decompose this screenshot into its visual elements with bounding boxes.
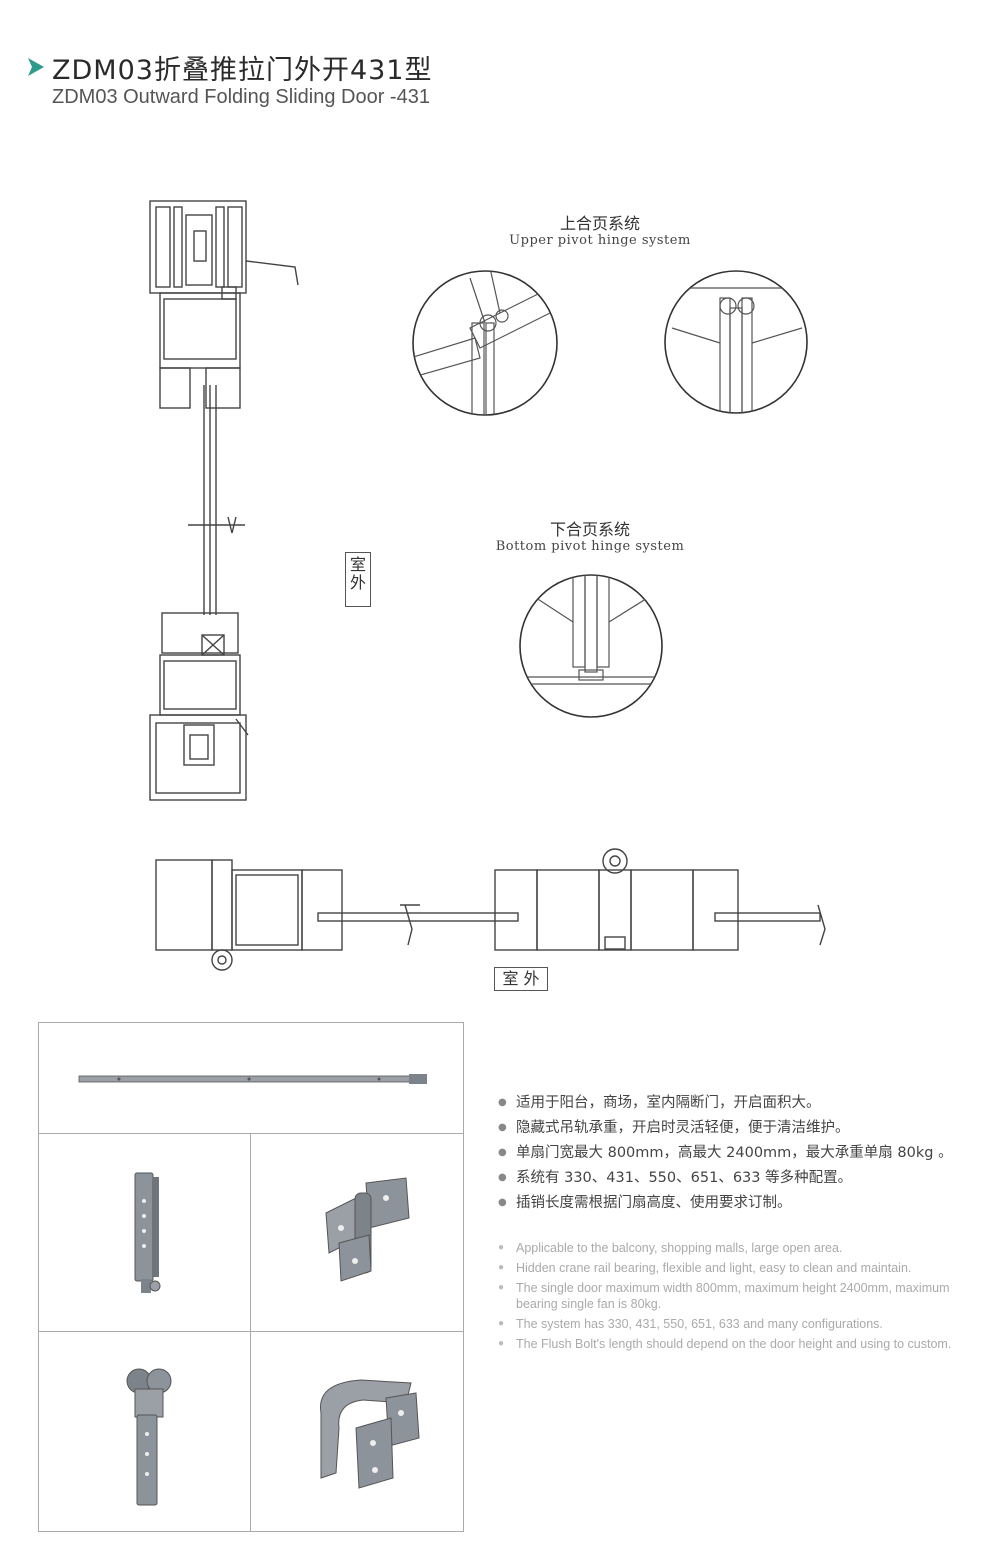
feature-cn-item: 插销长度需根据门扇高度、使用要求订制。 [498, 1194, 978, 1212]
feature-cn-item: 单扇门宽最大 800mm，高最大 2400mm，最大承重单扇 80kg 。 [498, 1144, 978, 1162]
page-subtitle: ZDM03 Outward Folding Sliding Door -431 [52, 86, 430, 108]
grid-divider [39, 1133, 463, 1134]
feature-cn-item: 适用于阳台，商场，室内隔断门，开启面积大。 [498, 1094, 978, 1112]
feature-cn-item: 隐藏式吊轨承重，开启时灵活轻便，便于清洁维护。 [498, 1119, 978, 1137]
grid-divider [39, 1331, 463, 1332]
feature-en-item: The Flush Bolt's length should depend on… [498, 1336, 978, 1352]
features-en: Applicable to the balcony, shopping mall… [498, 1240, 978, 1356]
handle-image [320, 1379, 420, 1489]
horizontal-section-drawing [155, 848, 826, 971]
feature-en-item: Applicable to the balcony, shopping mall… [498, 1240, 978, 1256]
upper-hinge-detail-left [412, 270, 558, 416]
bottom-hinge-detail [519, 574, 663, 718]
bottom-hinge-title-cn: 下合页系统 [549, 520, 630, 539]
exterior-label-horizontal: 室 外 [494, 967, 548, 991]
upper-hinge-detail-right [664, 270, 808, 414]
hardware-image-grid [38, 1022, 464, 1532]
feature-en-item: The single door maximum width 800mm, max… [498, 1280, 978, 1312]
page-title: ZDM03折叠推拉门外开431型 [52, 55, 433, 86]
title-arrow-icon [28, 58, 44, 76]
pivot-plate-image [134, 1172, 161, 1293]
features-cn: 适用于阳台，商场，室内隔断门，开启面积大。 隐藏式吊轨承重，开启时灵活轻便，便于… [498, 1094, 978, 1219]
exterior-label-vertical: 室 外 [345, 552, 371, 607]
upper-hinge-title-en: Upper pivot hinge system [509, 233, 691, 248]
feature-cn-item: 系统有 330、431、550、651、633 等多种配置。 [498, 1169, 978, 1187]
upper-hinge-title-cn: 上合页系统 [559, 214, 640, 233]
roller-hinge-image [126, 1368, 172, 1506]
feature-en-item: The system has 330, 431, 550, 651, 633 a… [498, 1316, 978, 1332]
middle-hinge-image [325, 1177, 410, 1282]
bottom-hinge-title-en: Bottom pivot hinge system [495, 539, 685, 554]
vertical-section-drawing [149, 200, 299, 801]
flush-bolt-rod-image [78, 1074, 427, 1084]
grid-divider [250, 1133, 251, 1531]
feature-en-item: Hidden crane rail bearing, flexible and … [498, 1260, 978, 1276]
